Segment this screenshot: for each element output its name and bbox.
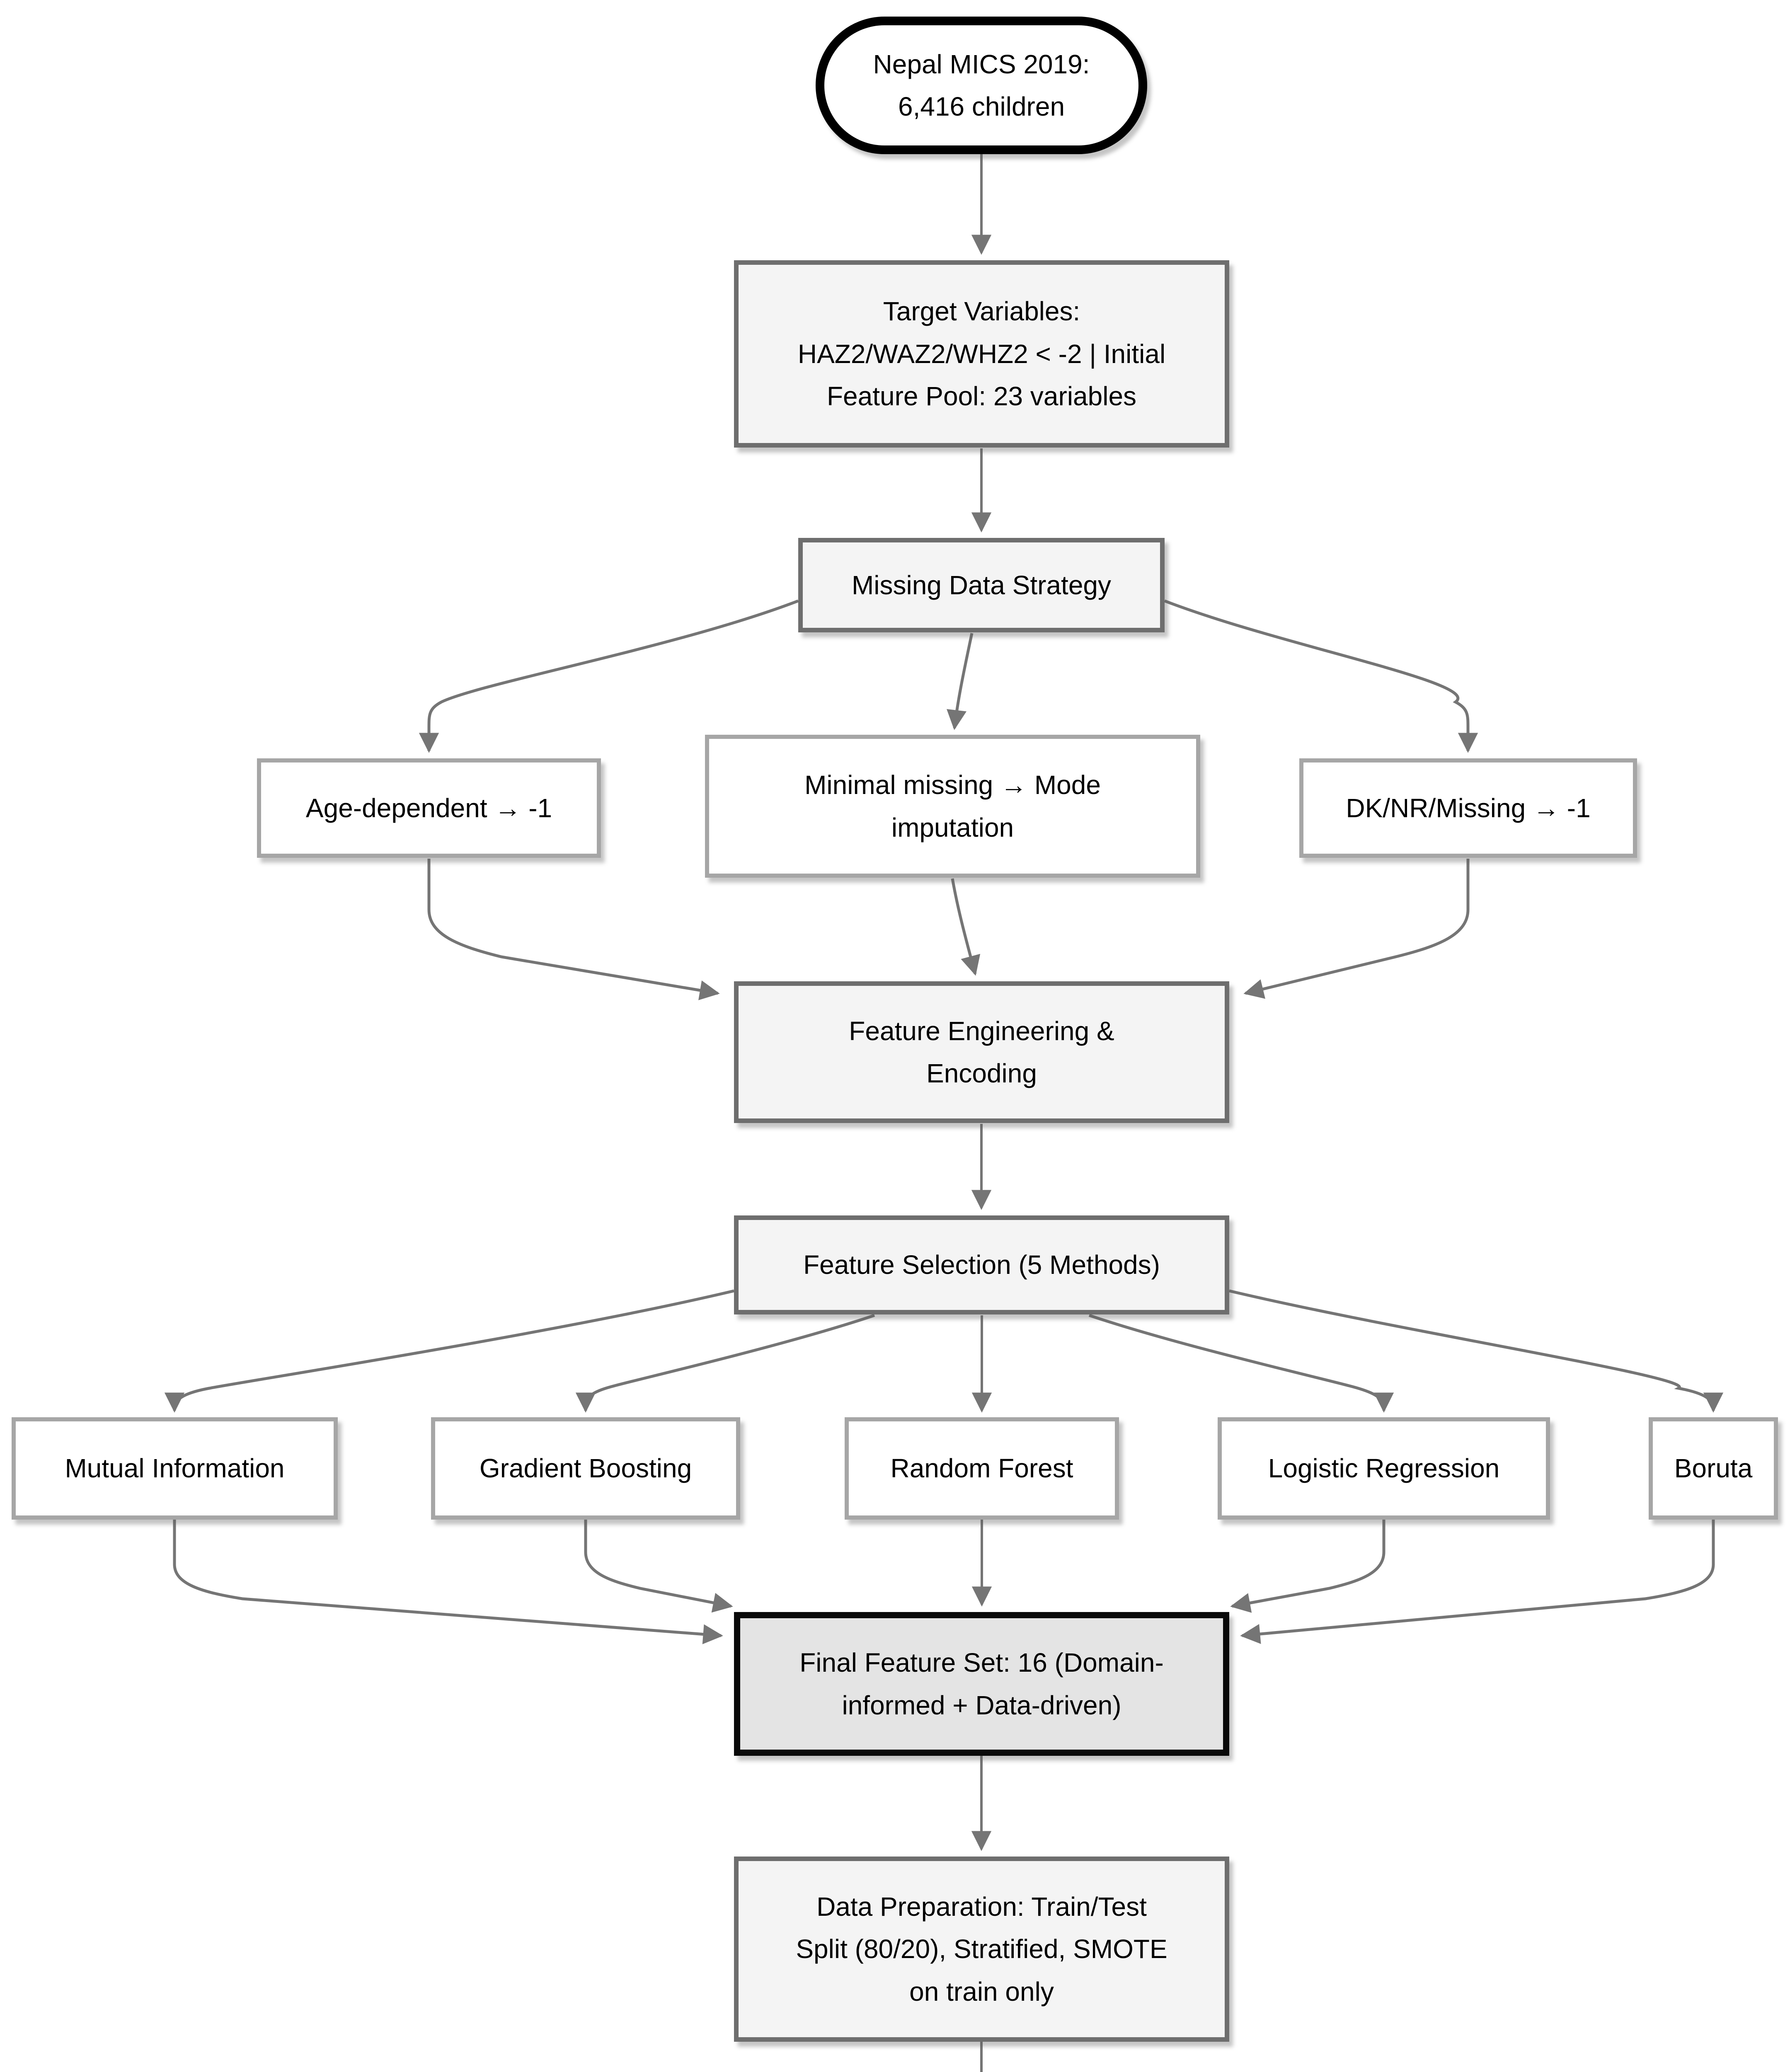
edge-lr5-final	[1230, 1520, 1385, 1613]
node-final-feature-set-label: Final Feature Set: 16 (Domain- informed …	[799, 1648, 1164, 1720]
node-dk-nr-missing: DK/NR/Missing → -1	[1299, 758, 1637, 858]
node-dataset-start-label: Nepal MICS 2019: 6,416 children	[873, 49, 1090, 121]
edge-missing-age	[419, 599, 799, 753]
node-age-dependent-label: Age-dependent → -1	[305, 793, 552, 823]
node-gradient-boosting-selector: Gradient Boosting	[431, 1417, 740, 1520]
node-age-dependent: Age-dependent → -1	[257, 758, 601, 858]
node-feature-selection-label: Feature Selection (5 Methods)	[803, 1250, 1160, 1280]
edge-featsel-gb5	[575, 1314, 875, 1413]
edge-featsel-boruta	[1229, 1289, 1724, 1413]
node-data-preparation: Data Preparation: Train/Test Split (80/2…	[734, 1857, 1229, 2042]
node-final-feature-set: Final Feature Set: 16 (Domain- informed …	[734, 1612, 1229, 1756]
node-logistic-regression-selector-label: Logistic Regression	[1268, 1453, 1500, 1484]
node-mutual-information-label: Mutual Information	[65, 1453, 285, 1484]
node-gradient-boosting-selector-label: Gradient Boosting	[479, 1453, 692, 1484]
edge-missing-dknr	[1164, 599, 1478, 753]
edge-age-feateng	[427, 859, 720, 1000]
edge-minimal-feateng	[951, 878, 981, 976]
node-data-preparation-label: Data Preparation: Train/Test Split (80/2…	[796, 1891, 1167, 2007]
edge-dknr-feateng	[1243, 859, 1470, 999]
edge-boruta-final	[1240, 1520, 1715, 1644]
edge-gb5-final	[584, 1520, 733, 1613]
node-missing-data-strategy-label: Missing Data Strategy	[851, 570, 1112, 600]
edge-featsel-lr5	[1088, 1314, 1394, 1413]
node-target-variables-label: Target Variables: HAZ2/WAZ2/WHZ2 < -2 | …	[797, 296, 1166, 411]
node-feature-engineering: Feature Engineering & Encoding	[734, 981, 1229, 1123]
node-minimal-missing-label: Minimal missing → Mode imputation	[804, 770, 1101, 842]
node-feature-selection: Feature Selection (5 Methods)	[734, 1215, 1229, 1314]
node-missing-data-strategy: Missing Data Strategy	[798, 538, 1165, 632]
node-dk-nr-missing-label: DK/NR/Missing → -1	[1346, 793, 1591, 823]
node-random-forest-selector-label: Random Forest	[890, 1453, 1073, 1484]
node-feature-engineering-label: Feature Engineering & Encoding	[849, 1016, 1114, 1088]
node-dataset-start: Nepal MICS 2019: 6,416 children	[816, 17, 1147, 154]
node-boruta-selector: Boruta	[1649, 1417, 1778, 1520]
node-target-variables: Target Variables: HAZ2/WAZ2/WHZ2 < -2 | …	[734, 260, 1229, 448]
node-random-forest-selector: Random Forest	[845, 1417, 1119, 1520]
node-minimal-missing: Minimal missing → Mode imputation	[705, 735, 1200, 878]
node-boruta-selector-label: Boruta	[1674, 1453, 1753, 1484]
node-logistic-regression-selector: Logistic Regression	[1218, 1417, 1550, 1520]
edge-mutual-final	[173, 1520, 723, 1644]
edge-featsel-mutual	[164, 1289, 734, 1413]
edge-missing-minimal	[947, 633, 974, 730]
node-mutual-information: Mutual Information	[12, 1417, 338, 1520]
